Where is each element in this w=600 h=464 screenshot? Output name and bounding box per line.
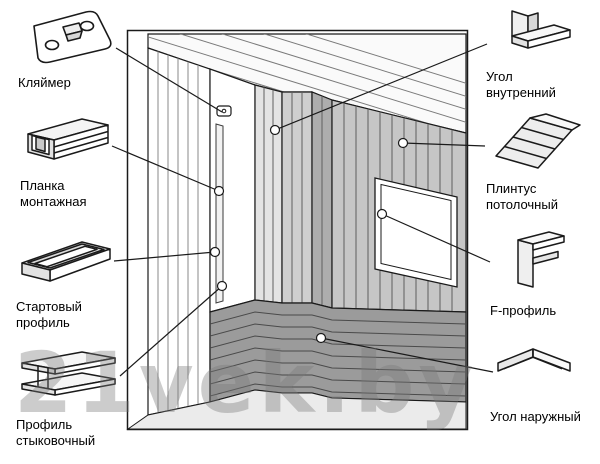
wall-clip [216, 105, 232, 117]
ceiling-plinth-label: Плинтус потолочный [486, 181, 558, 213]
leader-inner-corner [274, 43, 488, 131]
inner-corner-label: Угол внутренний [486, 69, 556, 101]
mounting-plank [215, 123, 224, 304]
start-profile-label: Стартовый профиль [16, 299, 82, 331]
leader-markers [209, 124, 409, 344]
marker-circle [213, 185, 225, 197]
window [374, 177, 458, 288]
item-outer-corner: Угол наружный [490, 342, 587, 425]
mounting-strip-label: Планка монтажная [20, 178, 87, 210]
leader-f-profile [381, 213, 491, 263]
leader-klyammer [115, 47, 223, 113]
left-wall [147, 47, 211, 416]
f-profile-label: F-профиль [490, 303, 557, 318]
outer-corner-icon [490, 342, 576, 403]
right-wall [331, 99, 467, 313]
leader-start-profile [113, 251, 216, 262]
marker-circle [216, 280, 228, 292]
item-inner-corner: Угол внутренний [486, 6, 583, 102]
leader-joint-profile [119, 285, 223, 377]
klyammer-label: Кляймер [18, 75, 71, 90]
leader-ceiling-plinth [402, 142, 486, 147]
f-profile-icon [490, 230, 578, 297]
item-klyammer: Кляймер [18, 6, 120, 91]
wainscot [209, 299, 467, 403]
floor [126, 389, 467, 430]
marker-circle [269, 124, 281, 136]
item-start-profile: Стартовый профиль [16, 230, 118, 332]
klyammer-icon [18, 6, 118, 69]
item-mounting-strip: Планка монтажная [20, 112, 117, 211]
leader-outer-corner [320, 337, 494, 373]
marker-circle [397, 137, 409, 149]
start-profile-icon [16, 230, 116, 293]
leader-mounting-strip [111, 145, 220, 192]
outer-corner-label: Угол наружный [490, 409, 581, 424]
marker-circle [315, 332, 327, 344]
item-joint-profile: Профиль стыковочный [16, 348, 122, 450]
ceiling-plinth-icon [486, 106, 586, 175]
item-ceiling-plinth: Плинтус потолочный [486, 106, 588, 214]
joint-profile-icon [16, 348, 121, 411]
mounting-strip-icon [20, 112, 115, 172]
joint-profile-label: Профиль стыковочный [16, 417, 96, 449]
inner-corner-icon [486, 6, 576, 63]
marker-circle [376, 208, 388, 220]
corner-column [254, 84, 333, 309]
marker-circle [209, 246, 221, 258]
leader-lines [111, 43, 494, 377]
item-f-profile: F-профиль [490, 230, 587, 319]
